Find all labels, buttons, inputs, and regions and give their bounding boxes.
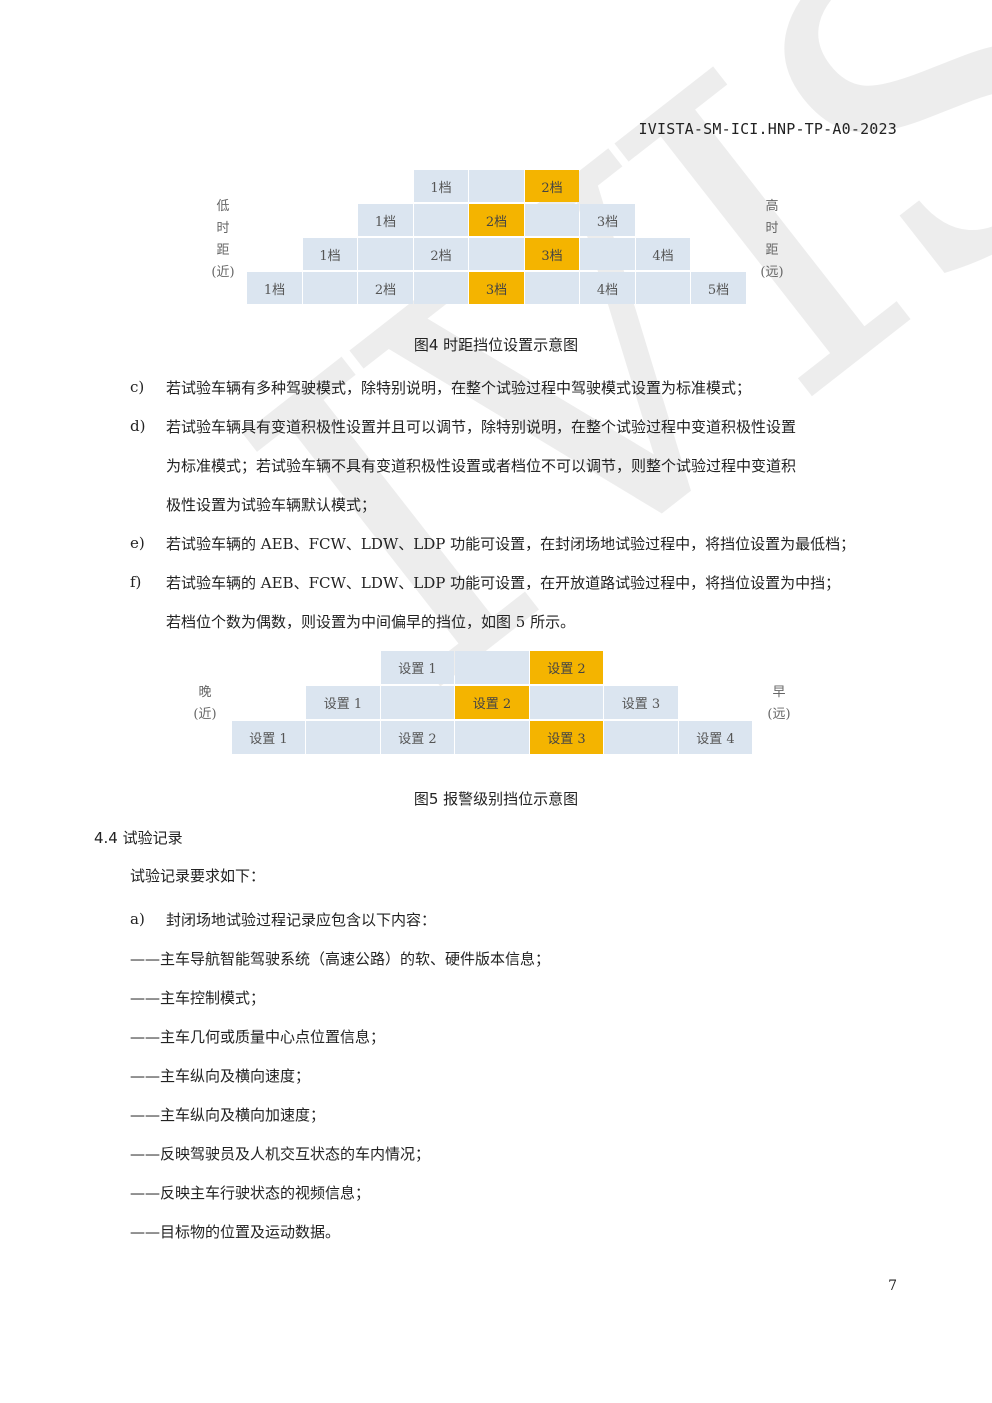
- fig5-cell: [529, 686, 604, 719]
- fig4-left-label: 低 时 距 (近): [211, 199, 235, 280]
- fig4-cell: [302, 272, 358, 304]
- fig4-cell: 3档: [469, 272, 524, 304]
- dash-item: ——主车纵向及横向速度；: [130, 1067, 311, 1085]
- fig5-cell: 设置 2: [380, 721, 455, 754]
- dash-item: ——反映驾驶员及人机交互状态的车内情况；: [130, 1145, 431, 1163]
- fig4-cell: 2档: [358, 272, 413, 304]
- fig4-cell: [413, 204, 469, 236]
- dash-item: ——主车控制模式；: [130, 989, 266, 1007]
- fig4-cell: [358, 238, 413, 270]
- list-item-label: a): [130, 910, 145, 928]
- fig5-caption: 图5 报警级别挡位示意图: [413, 790, 579, 808]
- list-item-text: 为标准模式；若试验车辆不具有变道积极性设置或者档位不可以调节，则整个试验过程中变…: [166, 457, 797, 475]
- fig5-cell: [455, 651, 529, 684]
- dash-item: ——目标物的位置及运动数据。: [130, 1223, 341, 1241]
- list-item-label: d): [130, 417, 146, 435]
- section-title: 试验记录: [122, 829, 183, 847]
- list-item-text: 若试验车辆有多种驾驶模式，除特别说明，在整个试验过程中驾驶模式设置为标准模式；: [166, 379, 752, 397]
- fig4-cell: [524, 204, 580, 236]
- list-item-text: 若档位个数为偶数，则设置为中间偏早的挡位，如图 5 所示。: [166, 613, 576, 631]
- list-item-label: f): [130, 573, 142, 591]
- list-item-text: 若试验车辆的 AEB、FCW、LDW、LDP 功能可设置，在封闭场地试验过程中，…: [166, 535, 856, 553]
- dash-item: ——主车几何或质量中心点位置信息；: [130, 1028, 386, 1046]
- fig4-caption: 图4 时距挡位设置示意图: [413, 336, 579, 354]
- dash-item: ——主车纵向及横向加速度；: [130, 1106, 326, 1124]
- fig4-cell: 5档: [691, 272, 746, 304]
- fig4-cell: 4档: [635, 238, 691, 270]
- fig4-cell: [635, 272, 691, 304]
- fig4-cell: 2档: [469, 204, 524, 236]
- fig5-right-label: 早 (远): [767, 685, 791, 722]
- fig4-cell: 2档: [524, 170, 580, 202]
- section-number: 4.4: [94, 829, 118, 847]
- fig5-cell: 设置 1: [380, 651, 455, 684]
- fig5-cell: 设置 4: [678, 721, 753, 754]
- document-id: IVISTA-SM-ICI.HNP-TP-A0-2023: [638, 120, 897, 138]
- fig5-cell: 设置 1: [306, 686, 380, 719]
- fig5-cell: 设置 3: [529, 721, 604, 754]
- fig5-left-label: 晚 (近): [193, 685, 217, 722]
- fig5-cell: [306, 721, 380, 754]
- dash-item: ——反映主车行驶状态的视频信息；: [130, 1184, 371, 1202]
- fig5-cell: [604, 721, 678, 754]
- list-item-text: 极性设置为试验车辆默认模式；: [166, 496, 377, 514]
- list-item-text: 若试验车辆具有变道积极性设置并且可以调节，除特别说明，在整个试验过程中变道积极性…: [166, 418, 797, 436]
- fig4-cell: 1档: [302, 238, 358, 270]
- fig4-right-label: 高 时 距 (远): [760, 199, 784, 280]
- fig4-cell: [469, 238, 524, 270]
- fig4-cell: [469, 170, 524, 202]
- fig5-cell: [455, 721, 529, 754]
- fig4-cell: 3档: [580, 204, 635, 236]
- fig4-cell: [413, 272, 469, 304]
- fig4-cell: [580, 238, 635, 270]
- page-number: 7: [888, 1278, 897, 1294]
- list-item-label: c): [130, 378, 145, 396]
- fig5-cell: [380, 686, 455, 719]
- fig5-cell: 设置 3: [604, 686, 678, 719]
- fig4-cell: 4档: [580, 272, 635, 304]
- fig4-cell: 2档: [413, 238, 469, 270]
- dash-item: ——主车导航智能驾驶系统（高速公路）的软、硬件版本信息；: [130, 950, 551, 968]
- list-item-label: e): [130, 534, 145, 552]
- section-intro: 试验记录要求如下：: [130, 867, 266, 885]
- fig4-cell: [524, 272, 580, 304]
- section-heading: 4.4 试验记录: [94, 827, 183, 848]
- fig4-cell: 1档: [413, 170, 469, 202]
- fig5-cell: 设置 1: [231, 721, 306, 754]
- fig4-cell: 3档: [524, 238, 580, 270]
- list-item-text: 若试验车辆的 AEB、FCW、LDW、LDP 功能可设置，在开放道路试验过程中，…: [166, 574, 841, 592]
- fig5-cell: 设置 2: [529, 651, 604, 684]
- fig4-cell: 1档: [358, 204, 413, 236]
- list-item-text: 封闭场地试验过程记录应包含以下内容：: [166, 911, 437, 929]
- fig4-cell: 1档: [247, 272, 302, 304]
- fig5-cell: 设置 2: [455, 686, 529, 719]
